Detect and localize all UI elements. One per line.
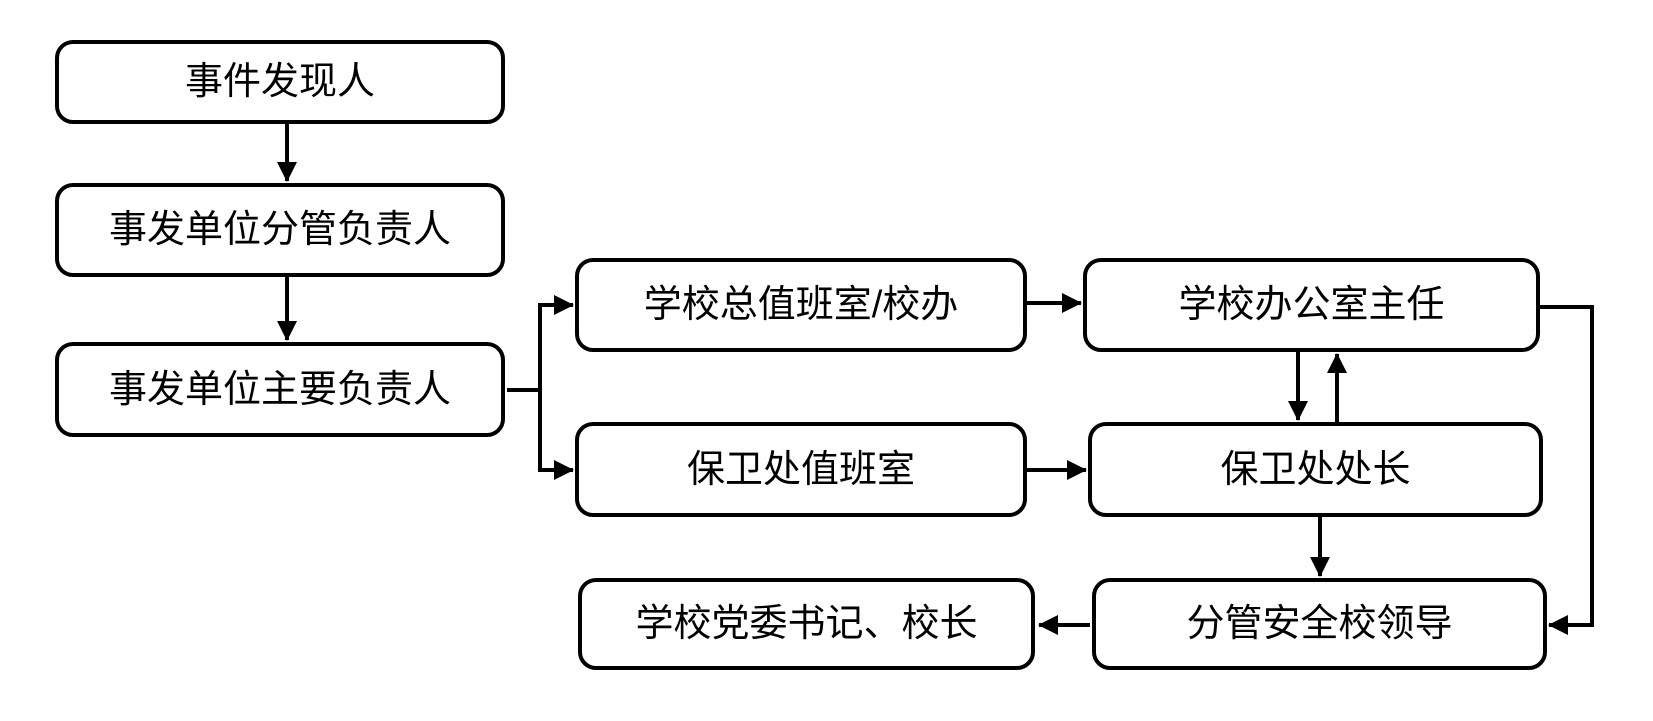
node-safety-vice-leader: 分管安全校领导 (1092, 578, 1547, 670)
node-incident-discoverer: 事件发现人 (55, 40, 505, 124)
edge-main-to-security-duty (538, 390, 574, 480)
node-school-office-director: 学校办公室主任 (1083, 258, 1540, 352)
node-unit-deputy-leader-label: 事发单位分管负责人 (108, 209, 451, 251)
node-school-duty-office-label: 学校总值班室/校办 (643, 284, 959, 326)
node-school-office-director-label: 学校办公室主任 (1178, 284, 1445, 326)
node-party-secretary-principal-label: 学校党委书记、校长 (635, 603, 978, 645)
node-security-duty-room-label: 保卫处值班室 (686, 448, 915, 491)
node-incident-discoverer-label: 事件发现人 (184, 61, 375, 103)
node-security-duty-room: 保卫处值班室 (575, 422, 1027, 517)
node-party-secretary-principal: 学校党委书记、校长 (578, 578, 1035, 670)
node-unit-deputy-leader: 事发单位分管负责人 (55, 183, 505, 277)
node-security-director: 保卫处处长 (1088, 422, 1543, 517)
node-school-duty-office: 学校总值班室/校办 (575, 258, 1027, 352)
edge-office-director-routed-to-safety-leader (1540, 305, 1594, 635)
node-safety-vice-leader-label: 分管安全校领导 (1186, 603, 1453, 645)
node-unit-main-leader: 事发单位主要负责人 (55, 342, 505, 437)
node-unit-main-leader-label: 事发单位主要负责人 (108, 368, 451, 411)
node-security-director-label: 保卫处处长 (1220, 448, 1411, 491)
edge-main-to-duty-office (507, 295, 574, 392)
